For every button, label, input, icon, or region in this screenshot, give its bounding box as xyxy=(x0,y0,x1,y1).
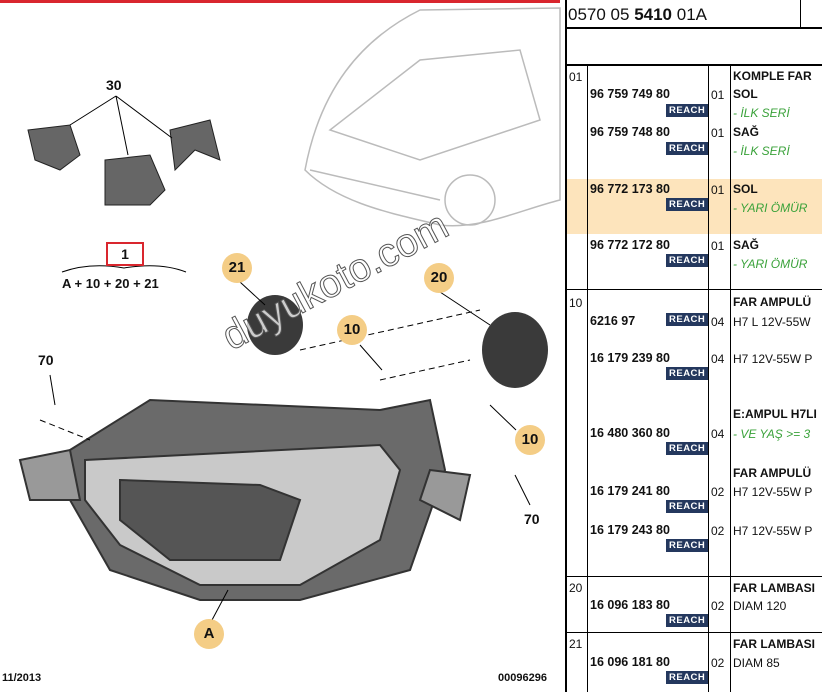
label-70-left: 70 xyxy=(38,352,54,368)
description: DIAM 120 xyxy=(733,599,787,613)
part-number[interactable]: 6216 97 xyxy=(590,314,636,328)
part-number[interactable]: 96 759 748 80 xyxy=(590,125,670,139)
reach-badge: REACH xyxy=(666,500,709,513)
part-number[interactable]: 16 179 243 80 xyxy=(590,523,670,537)
quantity: 04 xyxy=(711,352,725,366)
description: SOL xyxy=(733,87,758,101)
description: SOL xyxy=(733,182,758,196)
reach-badge: REACH xyxy=(666,313,709,326)
part-number[interactable]: 16 096 183 80 xyxy=(590,598,670,612)
part-number[interactable]: 16 096 181 80 xyxy=(590,655,670,669)
group-title: FAR LAMBASI xyxy=(733,637,815,651)
part-number[interactable]: 96 772 172 80 xyxy=(590,238,670,252)
part-number[interactable]: 16 480 360 80 xyxy=(590,426,670,440)
part-number[interactable]: 96 759 749 80 xyxy=(590,87,670,101)
quantity: 01 xyxy=(711,183,725,197)
note: - YARI ÖMÜR xyxy=(733,201,808,215)
description: SAĞ xyxy=(733,238,760,252)
group-title: FAR LAMBASI xyxy=(733,581,815,595)
description: H7 L 12V-55W xyxy=(733,315,811,329)
cap-21 xyxy=(247,295,303,355)
diagram-date: 11/2013 xyxy=(2,672,42,684)
label-70-right: 70 xyxy=(524,511,540,527)
cap-20 xyxy=(482,312,548,388)
bracket-illustrations xyxy=(27,95,221,206)
description: H7 12V-55W P xyxy=(733,485,813,499)
quantity: 02 xyxy=(711,485,725,499)
catalog-reference: 0570 05 5410 01A xyxy=(568,5,707,24)
group-title: KOMPLE FAR xyxy=(733,69,812,83)
reach-badge: REACH xyxy=(666,539,709,552)
part-number[interactable]: 16 179 241 80 xyxy=(590,484,670,498)
headlamp-illustration xyxy=(18,7,561,621)
quantity: 02 xyxy=(711,599,725,613)
group-ref: 01 xyxy=(569,70,583,84)
description: DIAM 85 xyxy=(733,656,780,670)
row-title: E:AMPUL H7LI xyxy=(733,407,817,421)
group-ref: 21 xyxy=(569,637,583,651)
reach-badge: REACH xyxy=(666,198,709,211)
reach-badge: REACH xyxy=(666,104,709,117)
quantity: 01 xyxy=(711,126,725,140)
reach-badge: REACH xyxy=(666,442,709,455)
group-ref: 20 xyxy=(569,581,583,595)
reach-badge: REACH xyxy=(666,367,709,380)
quantity: 02 xyxy=(711,656,725,670)
top-red-line xyxy=(0,0,560,3)
reach-badge: REACH xyxy=(666,142,709,155)
quantity: 02 xyxy=(711,524,725,538)
parts-table: 0570 05 5410 01A 01 KOMPLE FAR 96 759 74… xyxy=(565,0,822,692)
label-assembly-1: 1 xyxy=(106,242,144,266)
callout-10-b[interactable]: 10 xyxy=(515,425,545,455)
group-ref: 10 xyxy=(569,296,583,310)
row-title: FAR AMPULÜ xyxy=(733,466,812,480)
callout-A[interactable]: A xyxy=(194,619,224,649)
note: - VE YAŞ >= 3 xyxy=(733,427,811,441)
parts-diagram: 30 1 A + 10 + 20 + 21 70 70 21 20 10 10 … xyxy=(0,0,561,684)
headlamp-body xyxy=(18,398,472,601)
callout-21[interactable]: 21 xyxy=(222,253,252,283)
assembly-formula: A + 10 + 20 + 21 xyxy=(62,276,159,291)
note: - İLK SERİ xyxy=(733,144,790,158)
note: - YARI ÖMÜR xyxy=(733,257,808,271)
description: H7 12V-55W P xyxy=(733,352,813,366)
group-title: FAR AMPULÜ xyxy=(733,295,812,309)
part-number[interactable]: 16 179 239 80 xyxy=(590,351,670,365)
description: SAĞ xyxy=(733,125,760,139)
part-number[interactable]: 96 772 173 80 xyxy=(590,182,670,196)
diagram-code: 00096296 xyxy=(498,672,547,684)
label-30: 30 xyxy=(106,77,122,93)
callout-20[interactable]: 20 xyxy=(424,263,454,293)
car-illustration xyxy=(304,7,561,227)
reach-badge: REACH xyxy=(666,254,709,267)
quantity: 01 xyxy=(711,88,725,102)
note: - İLK SERİ xyxy=(733,106,790,120)
quantity: 01 xyxy=(711,239,725,253)
callout-10[interactable]: 10 xyxy=(337,315,367,345)
description: H7 12V-55W P xyxy=(733,524,813,538)
reach-badge: REACH xyxy=(666,671,709,684)
quantity: 04 xyxy=(711,427,725,441)
reach-badge: REACH xyxy=(666,614,709,627)
quantity: 04 xyxy=(711,315,725,329)
